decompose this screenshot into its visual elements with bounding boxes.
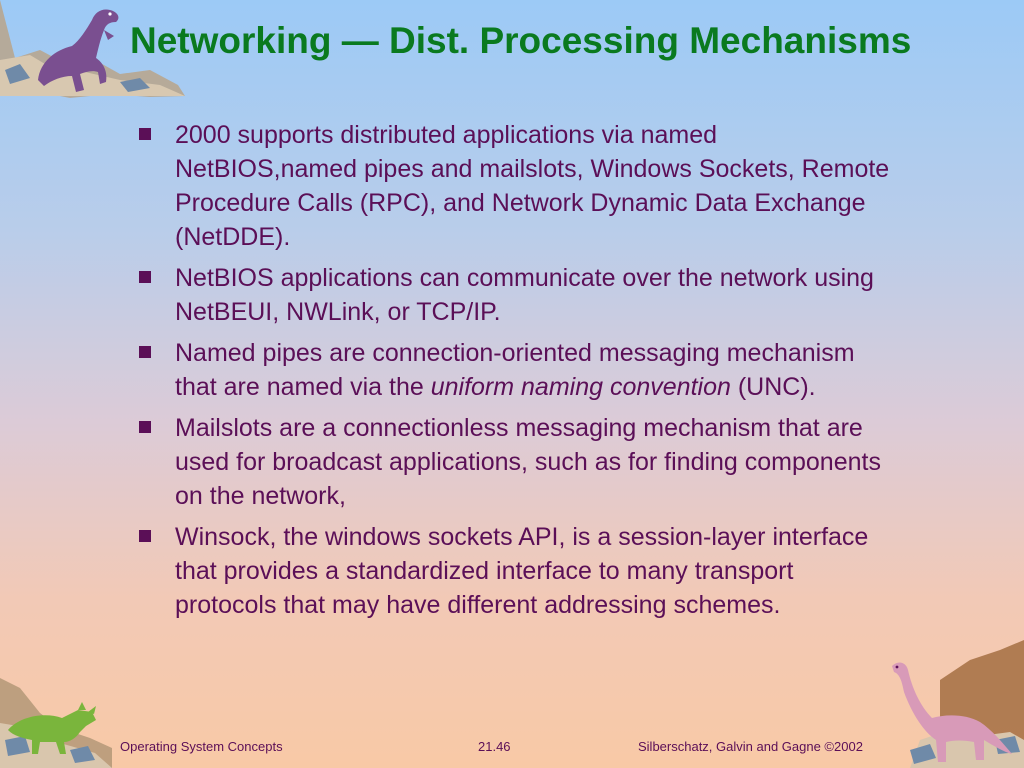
square-bullet-icon [139, 128, 151, 140]
bottom-left-dinosaur-illustration [0, 678, 112, 768]
bullet-text: NetBIOS applications can communicate ove… [175, 264, 874, 326]
slide-title: Networking — Dist. Processing Mechanisms [130, 20, 912, 61]
square-bullet-icon [139, 271, 151, 283]
bullet-text: Mailslots are a connectionless messaging… [175, 414, 881, 510]
footer-slide-number: 21.46 [478, 739, 511, 754]
footer-course-title: Operating System Concepts [120, 739, 283, 754]
bullet-item: NetBIOS applications can communicate ove… [138, 261, 898, 329]
bullet-list: 2000 supports distributed applications v… [138, 118, 898, 629]
bullet-text: Named pipes are connection-oriented mess… [175, 339, 855, 401]
square-bullet-icon [139, 346, 151, 358]
bullet-item: Named pipes are connection-oriented mess… [138, 336, 898, 404]
bullet-text-italic: uniform naming convention [430, 373, 731, 401]
bullet-item: 2000 supports distributed applications v… [138, 118, 898, 254]
bottom-right-dinosaur-illustration [892, 640, 1024, 768]
bullet-text: (UNC). [730, 373, 816, 401]
square-bullet-icon [139, 421, 151, 433]
bullet-item: Mailslots are a connectionless messaging… [138, 411, 898, 513]
square-bullet-icon [139, 530, 151, 542]
footer-authors: Silberschatz, Galvin and Gagne ©2002 [638, 739, 863, 754]
bullet-item: Winsock, the windows sockets API, is a s… [138, 520, 898, 622]
bullet-text: 2000 supports distributed applications v… [175, 121, 890, 251]
bullet-text: Winsock, the windows sockets API, is a s… [175, 523, 869, 619]
top-left-dinosaur-illustration [0, 0, 185, 98]
